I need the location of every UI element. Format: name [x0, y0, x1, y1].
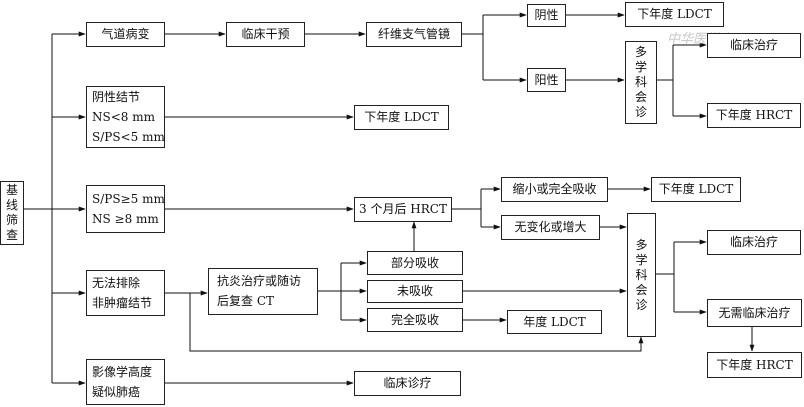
unchanged-enlarged-box: 无变化或增大	[501, 215, 600, 240]
negative-nodule-ns: NS<8 mm	[92, 109, 155, 124]
baseline-char-4: 查	[5, 228, 18, 242]
negative-result-box: 阴性	[527, 4, 566, 27]
negative-nodule-title: 阴性结节	[92, 89, 141, 104]
shrink-absorbed-box: 缩小或完全吸收	[501, 177, 608, 202]
positive-nodule-box: S/PS≥5 mm NS ≥8 mm	[86, 185, 165, 233]
ldct-annual-box: 年度 LDCT	[507, 310, 602, 334]
hrct-next-year-bottom-box: 下年度 HRCT	[707, 352, 802, 378]
clinical-treatment-mid-box: 临床治疗	[707, 230, 801, 255]
mdt-top-box: 多 学 科 会 诊	[625, 41, 657, 124]
suspected-cancer-line1: 影像学高度	[92, 364, 153, 379]
clinical-intervention-box: 临床干预	[226, 22, 305, 47]
mdt-mid-char-1: 多	[635, 237, 648, 252]
mdt-top-char-4: 会	[634, 90, 647, 104]
airway-lesion-box: 气道病变	[86, 22, 165, 47]
complete-absorption-box: 完全吸收	[367, 308, 463, 332]
baseline-char-2: 线	[5, 198, 18, 212]
bronchoscope-box: 纤维支气管镜	[366, 22, 462, 47]
ldct-next-year-top-box: 下年度 LDCT	[625, 2, 724, 27]
uncertain-down-loop	[189, 293, 644, 352]
negative-nodule-sps: S/PS<5 mm	[92, 129, 165, 144]
hrct-3-months-box: 3 个月后 HRCT	[354, 197, 452, 222]
baseline-char-1: 基	[5, 183, 18, 197]
not-absorbed-box: 未吸收	[367, 280, 463, 303]
mdt-top-char-1: 多	[634, 45, 647, 59]
suspected-cancer-line2: 疑似肺癌	[92, 384, 141, 399]
mdt-top-char-5: 诊	[634, 105, 647, 119]
anti-inflammatory-box: 抗炎治疗或随访 后复查 CT	[208, 268, 318, 315]
mdt-mid-char-2: 学	[635, 252, 648, 267]
mdt-mid-char-5: 诊	[635, 297, 648, 312]
uncertain-nodule-line2: 非肿瘤结节	[92, 295, 153, 310]
suspected-cancer-box: 影像学高度 疑似肺癌	[86, 359, 165, 405]
uncertain-nodule-box: 无法排除 非肿瘤结节	[86, 270, 165, 316]
mdt-top-char-3: 科	[634, 75, 647, 89]
mdt-top-char-2: 学	[634, 60, 647, 74]
mdt-mid-box: 多 学 科 会 诊	[627, 213, 656, 337]
clinical-diagnosis-box: 临床诊疗	[354, 371, 461, 396]
anti-inflammatory-line1: 抗炎治疗或随访	[217, 274, 302, 288]
no-treatment-box: 无需临床治疗	[707, 299, 802, 327]
baseline-char-3: 筛	[5, 213, 18, 227]
partial-absorption-box: 部分吸收	[367, 251, 463, 275]
mdt-mid-char-3: 科	[635, 267, 648, 282]
positive-result-box: 阳性	[527, 68, 566, 92]
ldct-next-year-neg-box: 下年度 LDCT	[354, 105, 449, 130]
ldct-next-year-shrink-box: 下年度 LDCT	[651, 177, 741, 202]
hrct-next-year-top-box: 下年度 HRCT	[707, 103, 801, 128]
anti-inflammatory-line2: 后复查 CT	[217, 294, 275, 308]
baseline-screening-box: 基 线 筛 查	[0, 181, 24, 245]
mdt-mid-char-4: 会	[635, 282, 648, 297]
positive-nodule-ns: NS ≥8 mm	[92, 211, 159, 226]
clinical-treatment-top-box: 临床治疗	[707, 33, 801, 58]
negative-nodule-box: 阴性结节 NS<8 mm S/PS<5 mm	[86, 86, 165, 148]
uncertain-nodule-line1: 无法排除	[92, 275, 141, 290]
positive-nodule-sps: S/PS≥5 mm	[92, 191, 165, 206]
